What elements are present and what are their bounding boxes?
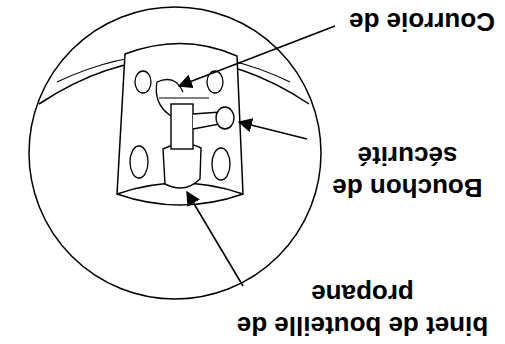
detail-circle (29, 7, 321, 299)
part-label: Bouchon de sécurité (310, 140, 505, 204)
valve-collar (159, 97, 209, 98)
leader-arrow (179, 26, 335, 86)
safety-cap (216, 107, 234, 129)
part-label: binet de bouteille de propane (220, 278, 505, 342)
valve-handwheel (163, 144, 201, 188)
guard-collar (117, 194, 243, 205)
valve-body (171, 104, 193, 149)
part-label: Courroie de (325, 6, 495, 38)
guard-collar (117, 43, 243, 194)
leader-arrow (239, 122, 307, 139)
leader-arrow (187, 192, 243, 286)
collar-hole (130, 146, 148, 178)
collar-hole (135, 71, 151, 93)
collar-hole (212, 148, 230, 180)
